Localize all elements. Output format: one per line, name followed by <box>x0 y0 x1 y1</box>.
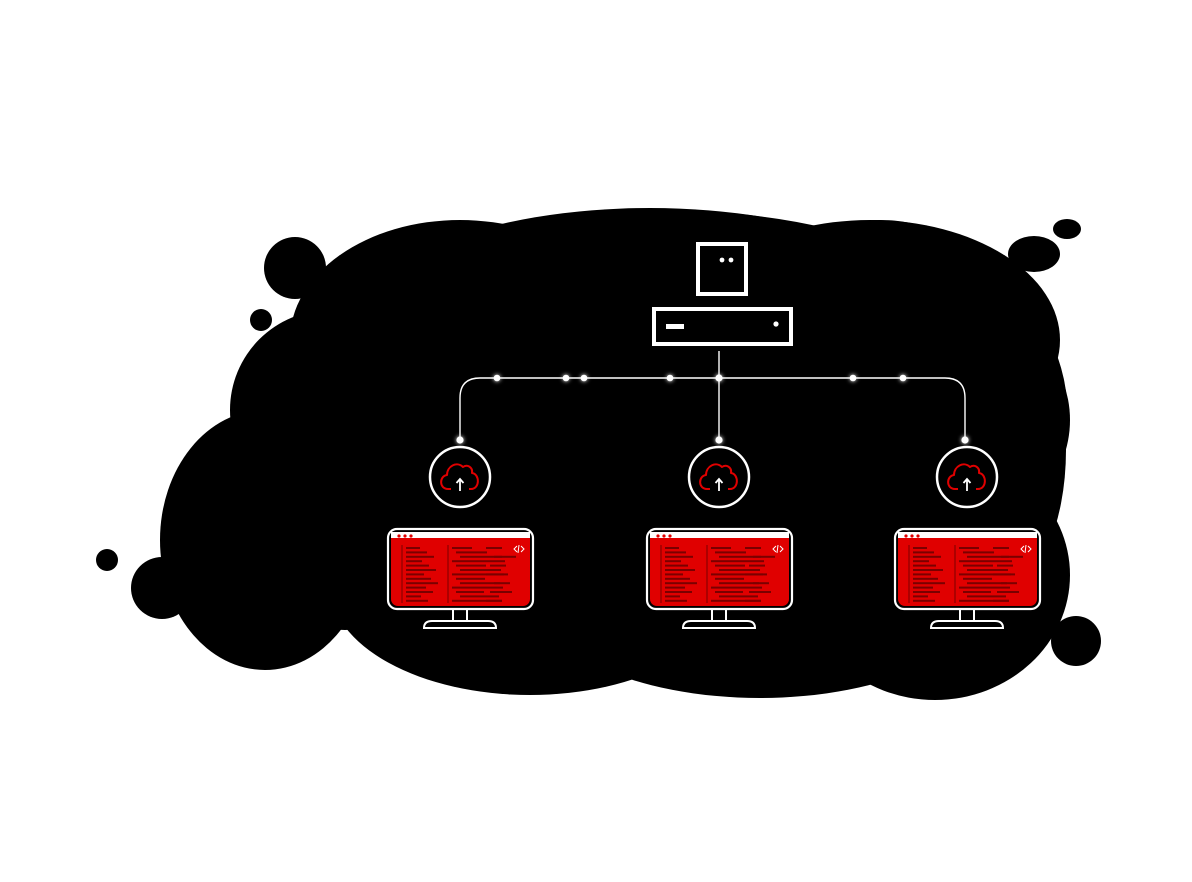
client-node <box>386 445 535 629</box>
cloud-upload-icon <box>687 445 751 509</box>
monitor-icon <box>893 527 1042 629</box>
cloud-upload-icon <box>428 445 492 509</box>
code-lines <box>908 545 1023 603</box>
connection-nodes <box>456 374 969 444</box>
cloud-upload-icon <box>935 445 999 509</box>
code-lines <box>401 545 516 603</box>
monitor-icon <box>645 527 794 629</box>
decorative-bubbles <box>96 219 1101 666</box>
clients-group <box>386 445 1042 629</box>
connection-lines <box>459 351 966 440</box>
client-node <box>893 445 1042 629</box>
code-lines <box>660 545 775 603</box>
monitor-icon <box>386 527 535 629</box>
client-node <box>645 445 794 629</box>
server-details <box>666 257 779 329</box>
server-icon <box>652 242 793 346</box>
